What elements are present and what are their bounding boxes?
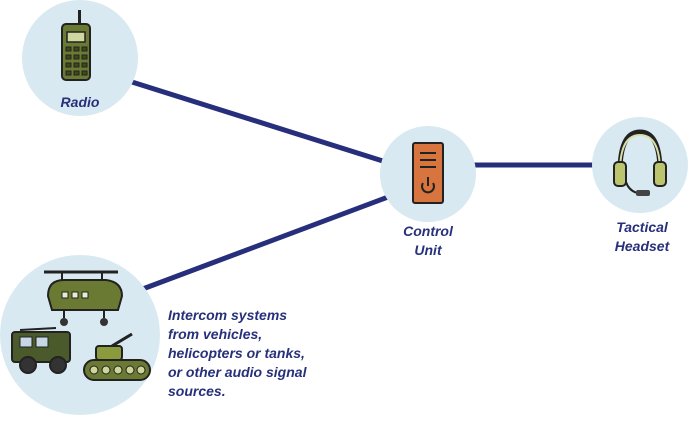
jeep-icon xyxy=(11,327,71,374)
headset-label-line1: Tactical xyxy=(616,219,668,235)
headset-icon xyxy=(613,129,667,196)
intercom-description-line: sources. xyxy=(168,383,226,399)
headset-label: Tactical Headset xyxy=(600,218,684,256)
tank-icon xyxy=(83,332,151,381)
headset-label-line2: Headset xyxy=(614,238,670,254)
connection-radio-control xyxy=(129,79,389,165)
radio-icon xyxy=(61,10,91,81)
connection-intercom-control xyxy=(137,194,391,293)
intercom-description-line: helicopters or tanks, xyxy=(168,345,305,361)
intercom-description-line: from vehicles, xyxy=(168,326,263,342)
intercom-description: Intercom systems from vehicles, helicopt… xyxy=(168,306,358,401)
control-unit-label-line2: Unit xyxy=(414,242,442,258)
control-unit-icon xyxy=(412,142,444,204)
helicopter-icon xyxy=(44,270,124,326)
headset-node-circle xyxy=(592,117,688,213)
radio-label: Radio xyxy=(60,94,100,110)
intercom-description-line: or other audio signal xyxy=(168,364,307,380)
intercom-description-line: Intercom systems xyxy=(168,307,288,323)
control-unit-label-line1: Control xyxy=(403,223,453,239)
control-unit-label: Control Unit xyxy=(388,222,468,260)
